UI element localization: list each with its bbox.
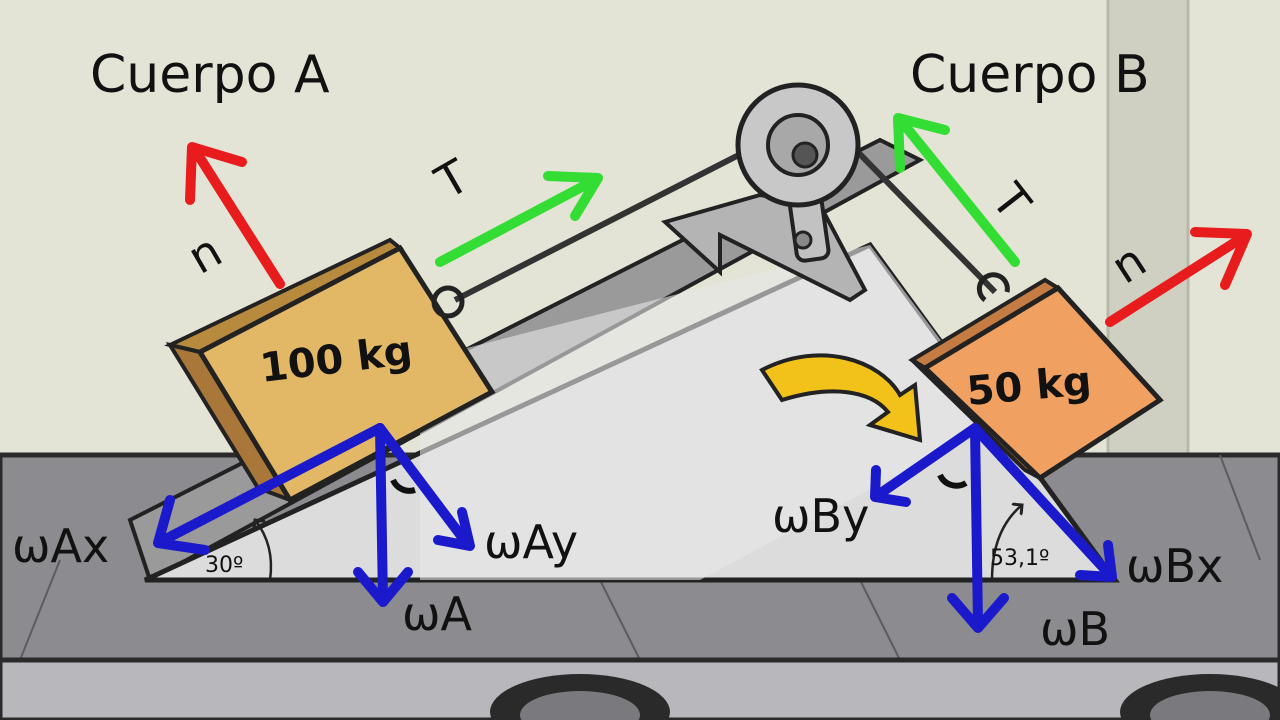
title-body-b: Cuerpo B [910, 45, 1150, 105]
weight-label-by: ωBy [772, 489, 869, 543]
weight-label-b: ωB [1040, 602, 1110, 656]
rotate-arrow [759, 353, 923, 443]
title-body-a: Cuerpo A [90, 45, 330, 105]
weight-label-ay: ωAy [484, 515, 578, 569]
block-a [163, 237, 496, 504]
tension-arrow-a [435, 171, 603, 267]
rope-b [845, 139, 998, 295]
normal-arrow-b [1105, 227, 1252, 327]
weight-label-ax: ωAx [12, 519, 109, 573]
block-b [908, 272, 1164, 482]
normal-arrow-a [185, 142, 285, 289]
angle-arc-a [255, 520, 273, 581]
rope-a [453, 135, 774, 303]
tension-arrow-b [893, 113, 1020, 267]
weight-arrows-b [870, 423, 1117, 633]
angle-label-a: 30º [205, 553, 243, 578]
weight-label-a: ωA [402, 587, 473, 641]
mass-b: 50 kg [965, 358, 1093, 415]
weight-arrows-a [153, 423, 475, 607]
weight-label-bx: ωBx [1126, 539, 1223, 593]
angle-arc-b [990, 505, 1022, 581]
angle-label-b: 53,1º [990, 546, 1049, 571]
